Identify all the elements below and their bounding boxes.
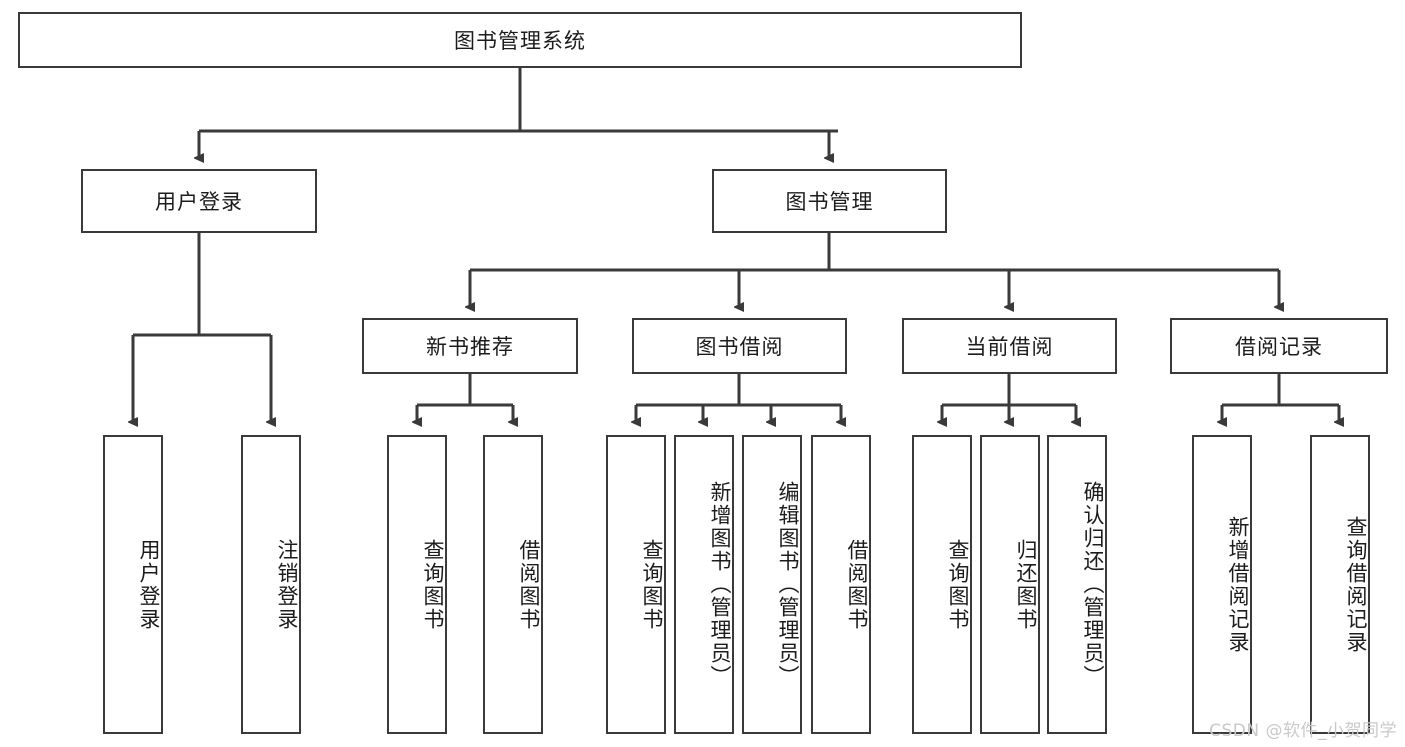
leaf-query-book-recommend[interactable]: 查询图书	[387, 435, 447, 734]
node-current-borrow[interactable]: 当前借阅	[902, 318, 1117, 374]
leaf-query-book-borrow[interactable]: 查询图书	[606, 435, 666, 734]
leaf-return-book[interactable]: 归还图书	[980, 435, 1040, 734]
node-root[interactable]: 图书管理系统	[18, 12, 1022, 68]
leaf-add-book-admin[interactable]: 新增图书（管理员）	[674, 435, 734, 734]
node-borrow-record[interactable]: 借阅记录	[1170, 318, 1388, 374]
node-book-management[interactable]: 图书管理	[712, 169, 947, 233]
leaf-user-login[interactable]: 用户登录	[103, 435, 163, 734]
leaf-add-borrow-record[interactable]: 新增借阅记录	[1192, 435, 1252, 734]
leaf-query-book-current[interactable]: 查询图书	[912, 435, 972, 734]
leaf-borrow-book-recommend[interactable]: 借阅图书	[483, 435, 543, 734]
node-book-borrow[interactable]: 图书借阅	[632, 318, 847, 374]
leaf-query-borrow-record[interactable]: 查询借阅记录	[1310, 435, 1370, 734]
node-user-login[interactable]: 用户登录	[81, 169, 317, 233]
watermark: CSDN @软件_小贺同学	[1209, 721, 1397, 741]
leaf-borrow-book[interactable]: 借阅图书	[811, 435, 871, 734]
leaf-confirm-return-admin[interactable]: 确认归还（管理员）	[1047, 435, 1107, 734]
node-new-book-recommend[interactable]: 新书推荐	[362, 318, 578, 374]
leaf-user-logout[interactable]: 注销登录	[241, 435, 301, 734]
leaf-edit-book-admin[interactable]: 编辑图书（管理员）	[742, 435, 802, 734]
